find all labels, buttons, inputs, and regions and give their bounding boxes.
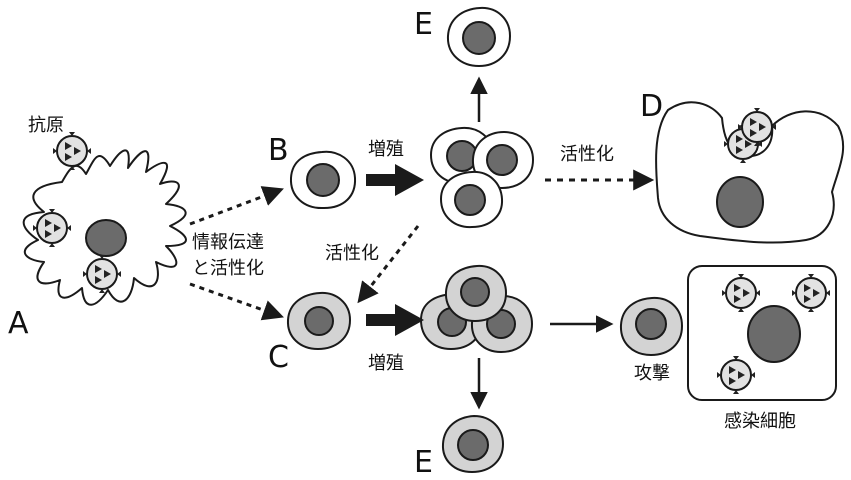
proliferation-label-top: 増殖 (368, 139, 404, 160)
label-e-bottom: E (414, 445, 433, 480)
activation-label-mid: 活性化 (325, 243, 379, 264)
arrows (189, 76, 655, 410)
proliferated-c-cluster (419, 264, 534, 354)
signal-label-line2: と活性化 (192, 258, 264, 279)
proliferation-arrow-top (366, 164, 424, 196)
cell-b (289, 150, 357, 210)
arrow-a-to-b (189, 186, 284, 226)
attacking-c-cell (619, 296, 684, 357)
proliferated-b-cluster (429, 126, 535, 229)
label-e-top: E (414, 7, 433, 42)
memory-cell-e-top (446, 6, 512, 68)
signal-label-line1: 情報伝達 (192, 232, 264, 253)
activation-label-right: 活性化 (560, 144, 614, 165)
proliferation-arrow-bottom (366, 304, 424, 336)
label-c: C (268, 340, 289, 375)
label-d: D (640, 89, 664, 124)
label-a: A (8, 306, 29, 341)
infected-cell-label: 感染細胞 (724, 411, 796, 432)
proliferation-label-bottom: 増殖 (368, 353, 404, 374)
antigen-label: 抗原 (28, 115, 64, 136)
dendritic-cell-a-nucleus (85, 219, 127, 257)
macrophage-d (655, 101, 845, 244)
memory-cell-e-bottom (441, 414, 505, 474)
cell-c (286, 291, 352, 351)
label-b: B (268, 133, 289, 168)
antigen-icon (52, 131, 92, 171)
attack-label: 攻撃 (634, 363, 670, 384)
arrow-a-to-c (189, 282, 284, 321)
